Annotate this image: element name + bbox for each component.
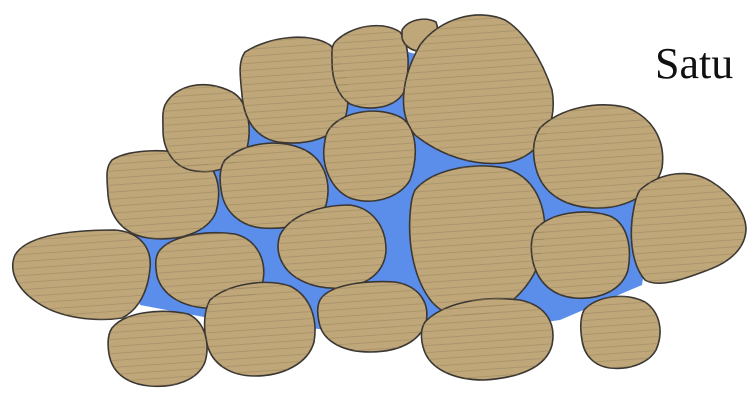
diagram-caption: Satu [655, 42, 733, 86]
